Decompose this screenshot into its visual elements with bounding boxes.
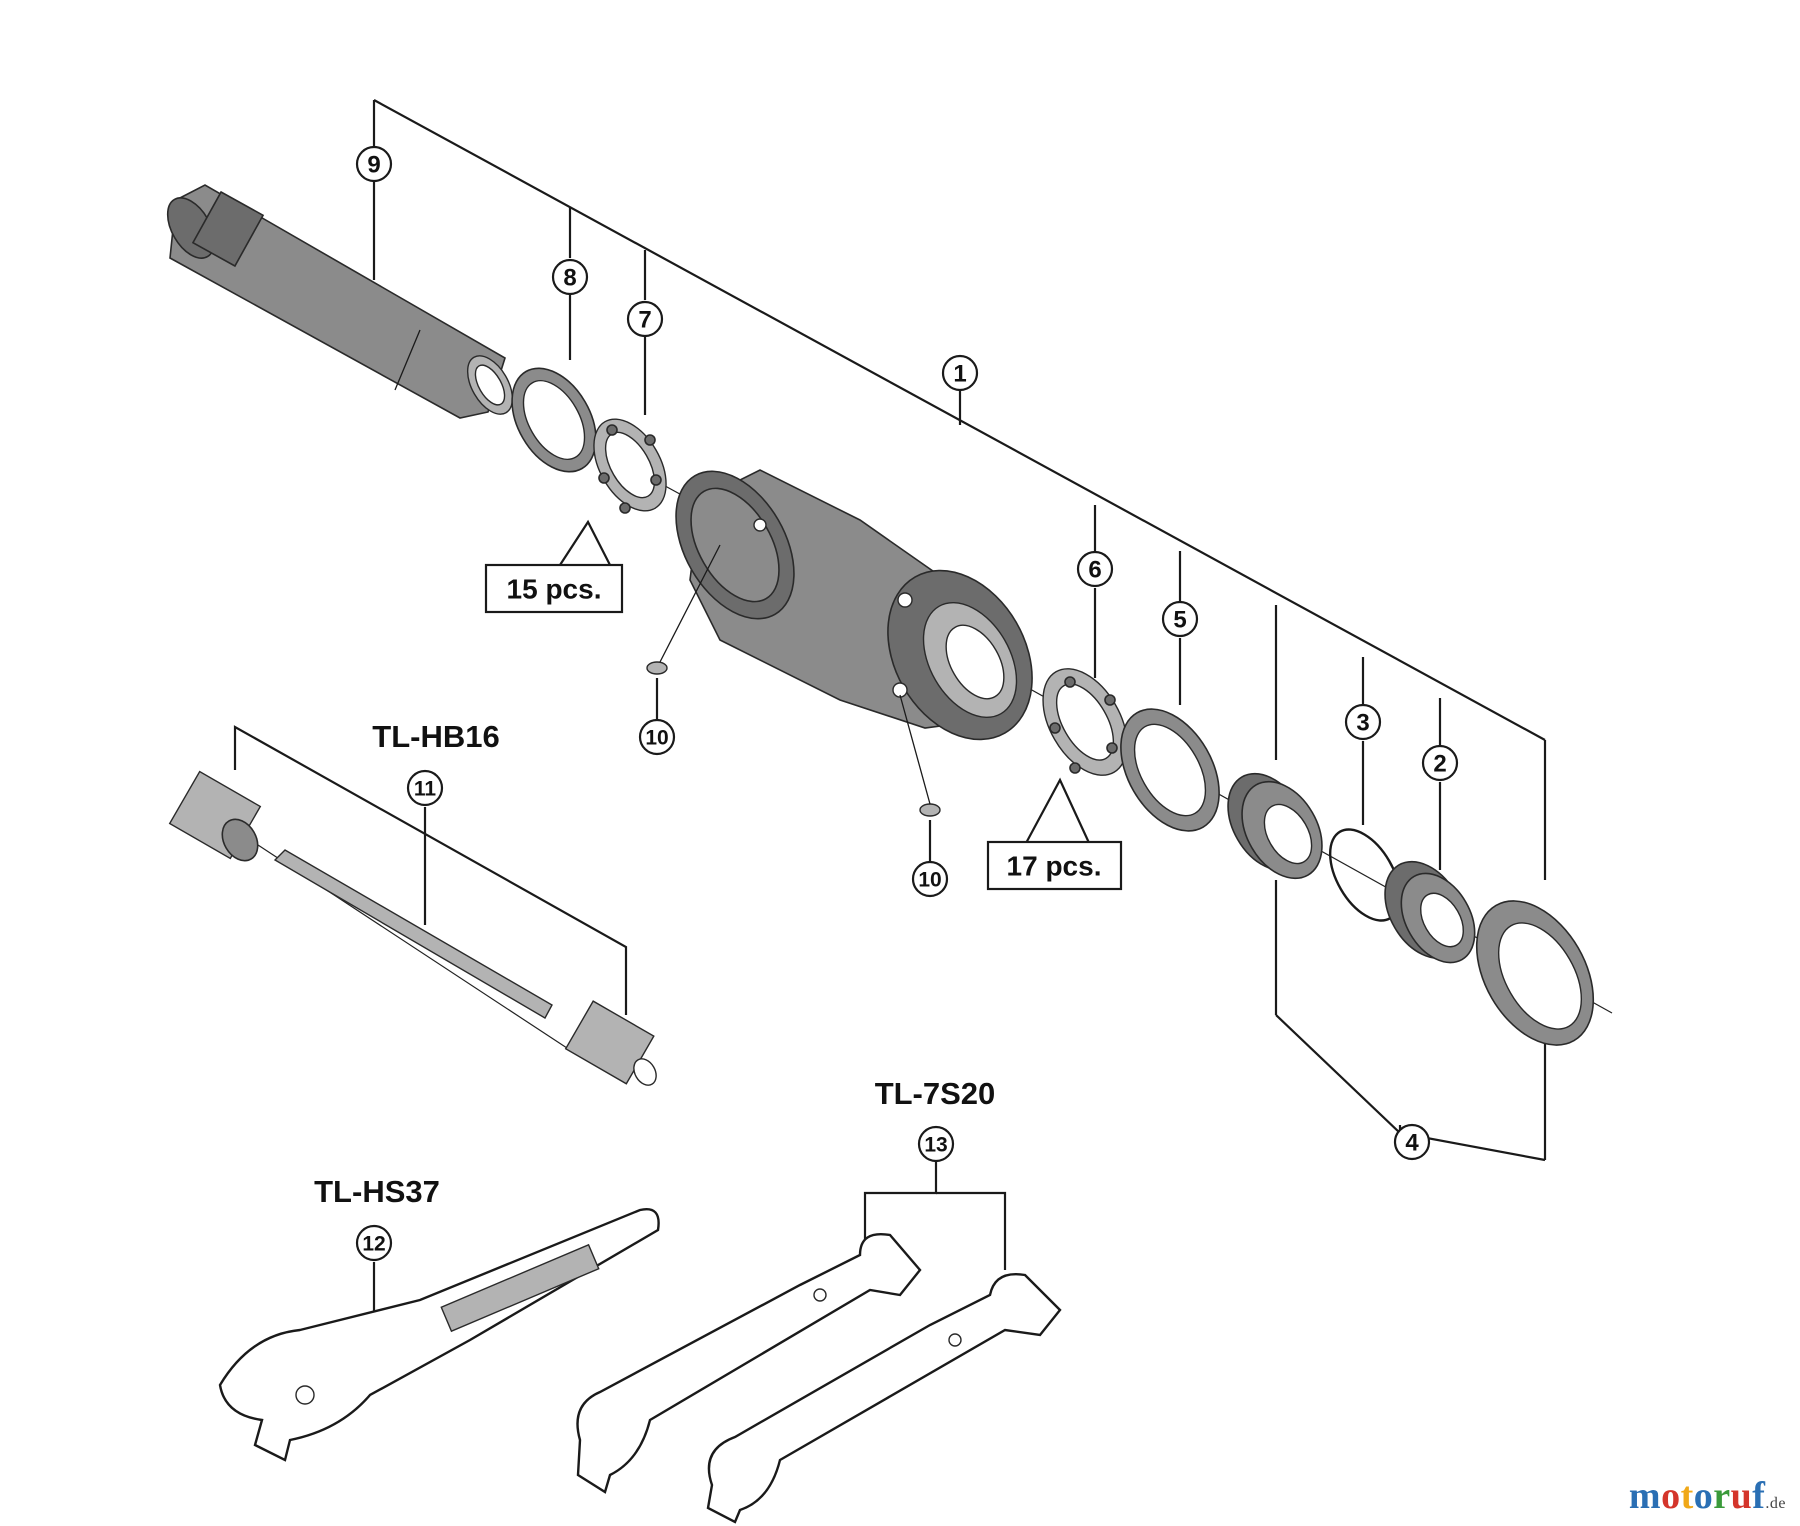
callout-3-label: 3 [1356, 710, 1369, 737]
tool-hs37 [218, 1208, 660, 1462]
quantity-box-right: 17 pcs. [986, 777, 1123, 891]
callout-7: 7 [626, 300, 664, 338]
callout-2: 2 [1421, 744, 1459, 782]
callout-3: 3 [1344, 703, 1382, 741]
callout-11-label: 11 [414, 778, 437, 801]
watermark-name: motoruf [1629, 1475, 1765, 1517]
watermark-letter: t [1680, 1475, 1694, 1517]
callout-5: 5 [1161, 600, 1199, 638]
bearing-retainer-right [1042, 668, 1128, 776]
callout-7-label: 7 [638, 307, 651, 334]
quantity-box-left: 15 pcs. [484, 519, 624, 614]
tool-label-7s20: TL-7S20 [875, 1076, 996, 1111]
pins [646, 544, 941, 817]
callout-2-label: 2 [1433, 751, 1446, 778]
tool-label-hs37: TL-HS37 [314, 1174, 440, 1209]
callout-9: 9 [355, 145, 393, 183]
watermark-letter: o [1693, 1475, 1714, 1517]
axle-tube [166, 184, 514, 419]
callout-10-right-label: 10 [918, 869, 941, 892]
watermark-letter: o [1661, 1475, 1681, 1517]
callout-1-label: 1 [953, 361, 966, 388]
callout-13-label: 13 [924, 1134, 947, 1157]
callout-10-left-label: 10 [645, 727, 668, 750]
callout-8: 8 [551, 258, 589, 296]
callout-1: 1 [941, 354, 979, 392]
lock-nut [1384, 860, 1476, 964]
callout-8-label: 8 [563, 265, 576, 292]
tool-label-hb16: TL-HB16 [372, 719, 499, 754]
watermark-logo: motoruf.de [1629, 1474, 1786, 1518]
watermark-letter: f [1752, 1475, 1766, 1517]
callout-6: 6 [1076, 550, 1114, 588]
watermark-letter: r [1713, 1475, 1731, 1517]
callout-6-label: 6 [1088, 557, 1101, 584]
callout-4: 4 [1393, 1123, 1431, 1161]
end-cap [1475, 900, 1595, 1046]
callout-9-label: 9 [367, 152, 380, 179]
tool-hb16 [168, 725, 657, 1086]
quantity-right-label: 17 pcs. [1007, 851, 1102, 882]
callout-5-label: 5 [1173, 607, 1186, 634]
callout-11: 11 [406, 769, 444, 807]
hub-shell [675, 469, 1033, 741]
watermark-letter: u [1730, 1475, 1753, 1517]
callout-4-label: 4 [1405, 1130, 1419, 1157]
watermark-tld: .de [1765, 1495, 1786, 1512]
leader-lines [372, 99, 1547, 1162]
callout-13: 13 [917, 1125, 955, 1163]
bearing-retainer-left [593, 418, 667, 514]
callout-12: 12 [355, 1224, 393, 1262]
cone-spacer [1227, 772, 1323, 880]
callout-10-left: 10 [638, 678, 676, 756]
watermark-letter: m [1628, 1475, 1662, 1517]
tool-7s20 [576, 1162, 1062, 1524]
seal-ring-left [511, 367, 597, 473]
callout-10-right: 10 [911, 820, 949, 898]
quantity-left-label: 15 pcs. [507, 574, 602, 605]
callout-12-label: 12 [362, 1233, 385, 1256]
seal-ring-right [1120, 708, 1220, 832]
